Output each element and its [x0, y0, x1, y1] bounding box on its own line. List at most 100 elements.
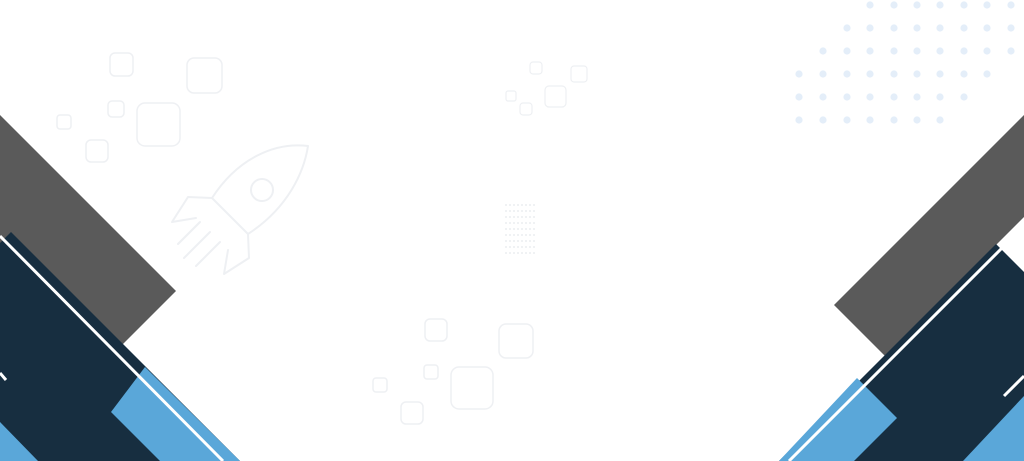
dot — [890, 116, 898, 124]
rounded-squares-top-center — [505, 61, 588, 116]
small-dot — [509, 252, 511, 254]
dot — [913, 1, 921, 9]
dot — [983, 24, 991, 32]
small-dot — [513, 234, 515, 236]
small-dot — [521, 222, 523, 224]
small-dot — [533, 210, 535, 212]
dot — [983, 47, 991, 55]
small-dot — [529, 210, 531, 212]
small-dot — [513, 240, 515, 242]
small-dot — [529, 228, 531, 230]
dot-pattern-center — [505, 204, 535, 254]
small-dot — [529, 204, 531, 206]
dot — [960, 47, 968, 55]
dot — [866, 93, 874, 101]
small-dot — [505, 222, 507, 224]
small-dot — [525, 234, 527, 236]
small-dot — [529, 246, 531, 248]
small-dot — [509, 204, 511, 206]
small-dot — [513, 210, 515, 212]
small-dot — [505, 240, 507, 242]
left-white-line — [0, 234, 225, 461]
dot — [1007, 47, 1015, 55]
dot — [819, 93, 827, 101]
left-corner-stripes — [0, 115, 240, 461]
dot — [866, 24, 874, 32]
small-dot — [529, 216, 531, 218]
small-dot — [517, 228, 519, 230]
small-dot — [513, 252, 515, 254]
small-dot — [521, 204, 523, 206]
dot — [983, 70, 991, 78]
dot — [890, 24, 898, 32]
small-dot — [509, 222, 511, 224]
small-dot — [533, 228, 535, 230]
dot — [936, 70, 944, 78]
dot — [890, 1, 898, 9]
dot — [890, 70, 898, 78]
small-dot — [529, 240, 531, 242]
small-dot — [525, 252, 527, 254]
dot — [843, 47, 851, 55]
right-white-line — [787, 242, 1008, 461]
small-dot — [521, 228, 523, 230]
small-dot — [517, 204, 519, 206]
rounded-squares-left — [56, 52, 223, 163]
small-dot — [521, 210, 523, 212]
dot — [866, 116, 874, 124]
dot — [1007, 1, 1015, 9]
dot — [866, 47, 874, 55]
small-dot — [521, 246, 523, 248]
small-dot — [533, 234, 535, 236]
dot — [913, 93, 921, 101]
dot — [843, 24, 851, 32]
small-dot — [513, 216, 515, 218]
small-dot — [509, 216, 511, 218]
small-dot — [517, 252, 519, 254]
dot — [866, 70, 874, 78]
small-dot — [517, 216, 519, 218]
dot — [795, 93, 803, 101]
small-dot — [517, 240, 519, 242]
dot — [795, 116, 803, 124]
dot — [819, 70, 827, 78]
dot — [936, 116, 944, 124]
rocket-outline-icon — [171, 144, 309, 275]
small-dot — [525, 216, 527, 218]
small-dot — [513, 246, 515, 248]
right-white-tick — [1002, 374, 1024, 398]
small-dot — [509, 240, 511, 242]
dot — [819, 116, 827, 124]
small-dot — [533, 216, 535, 218]
dot — [1007, 24, 1015, 32]
small-dot — [521, 234, 523, 236]
small-dot — [509, 228, 511, 230]
dot — [936, 1, 944, 9]
small-dot — [525, 246, 527, 248]
small-dot — [509, 246, 511, 248]
small-dot — [525, 210, 527, 212]
small-dot — [517, 246, 519, 248]
dot — [983, 1, 991, 9]
dot — [866, 1, 874, 9]
small-dot — [529, 234, 531, 236]
small-dot — [505, 246, 507, 248]
dot — [960, 24, 968, 32]
small-dot — [517, 234, 519, 236]
small-dot — [505, 210, 507, 212]
small-dot — [505, 216, 507, 218]
small-dot — [509, 234, 511, 236]
right-gray-band — [834, 115, 1024, 356]
dot — [843, 116, 851, 124]
dot — [890, 93, 898, 101]
small-dot — [505, 228, 507, 230]
small-dot — [525, 240, 527, 242]
right-blue-corner — [963, 396, 1024, 461]
small-dot — [533, 204, 535, 206]
dot — [913, 70, 921, 78]
small-dot — [505, 204, 507, 206]
right-corner-stripes — [779, 115, 1024, 461]
small-dot — [517, 222, 519, 224]
small-dot — [529, 222, 531, 224]
